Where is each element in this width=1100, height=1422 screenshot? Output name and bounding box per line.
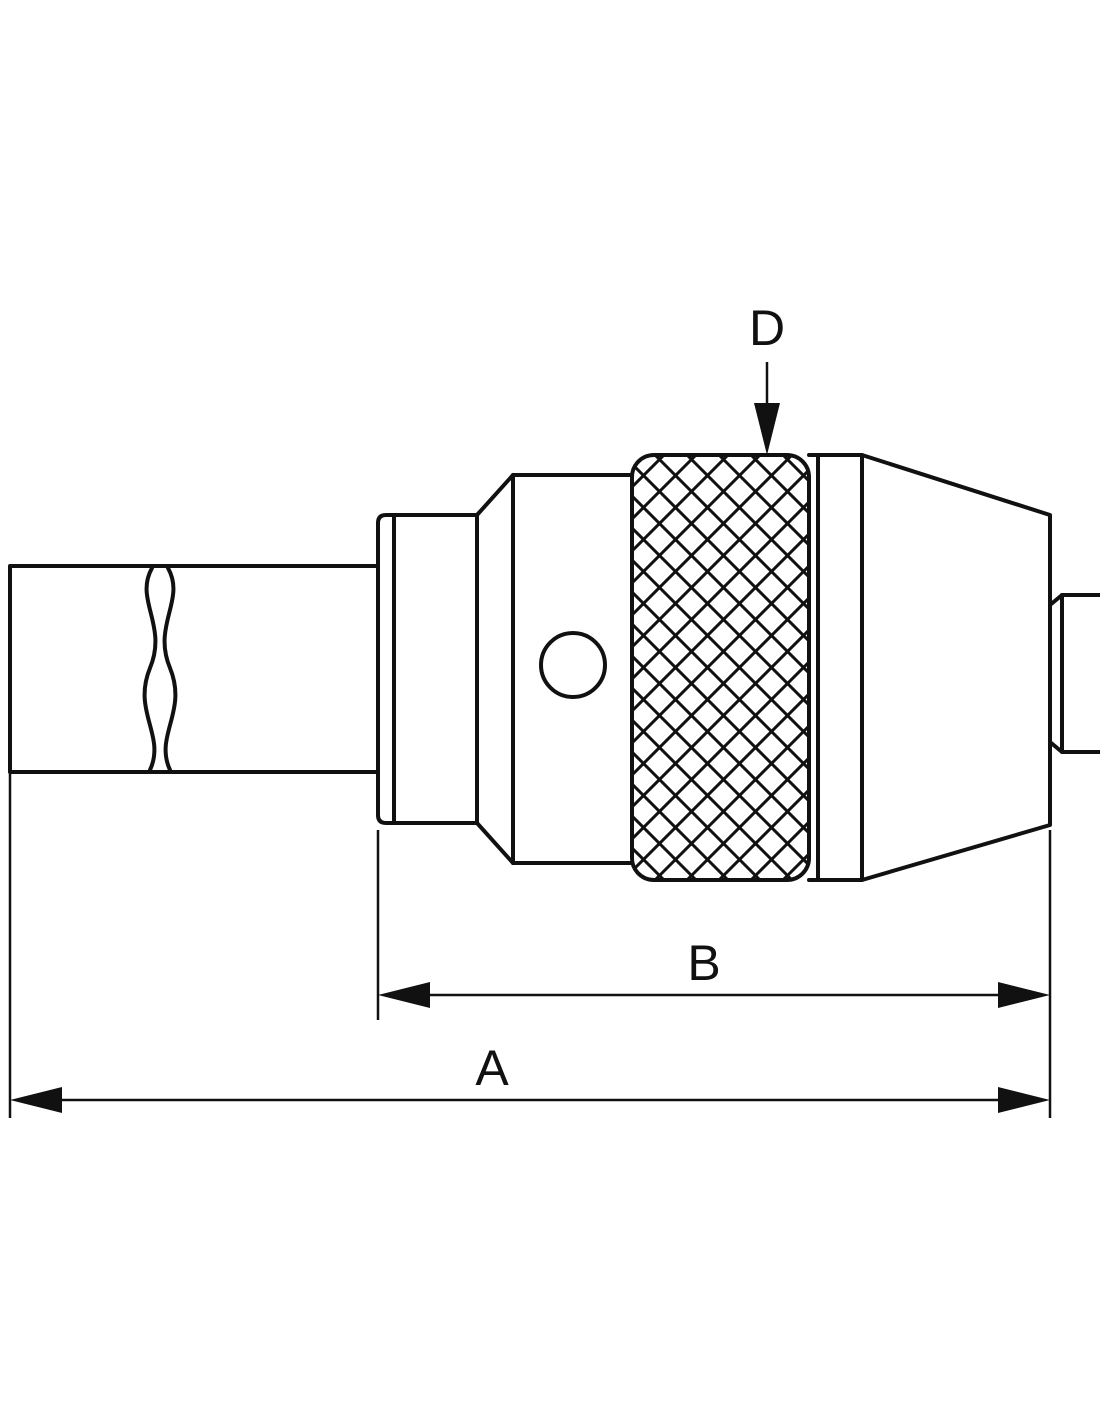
- knurl-line: [815, 455, 1100, 880]
- knurl-line: [632, 455, 809, 880]
- knurl-line: [632, 455, 809, 880]
- dimension-b-label: B: [687, 935, 720, 991]
- dimension-d-label: D: [749, 300, 785, 356]
- knurl-line: [632, 455, 809, 880]
- dimension-a: A: [8, 772, 1050, 1118]
- knurl-line: [943, 455, 1100, 880]
- knurl-line: [975, 455, 1100, 880]
- break-line-left: [142, 566, 158, 772]
- knurl-line: [879, 455, 1100, 880]
- knurl-line: [781, 455, 809, 880]
- knurl-line: [815, 455, 1100, 880]
- knurl-line: [879, 455, 1100, 880]
- dimension-a-label: A: [475, 1040, 509, 1096]
- knurl-line: [632, 455, 794, 880]
- knurl-line: [685, 455, 809, 880]
- knurl-line: [632, 455, 794, 880]
- knurl-line: [632, 455, 730, 880]
- knurled-ring: [630, 453, 1100, 882]
- knurl-line: [685, 455, 809, 880]
- knurl-line: [632, 455, 666, 880]
- knurl-line: [632, 455, 809, 880]
- knurl-line: [632, 455, 762, 880]
- knurl-line: [911, 455, 1100, 880]
- knurl-line: [632, 455, 809, 880]
- knurl-line: [1007, 455, 1100, 880]
- knurl-line: [781, 455, 809, 880]
- knurl-line: [653, 455, 809, 880]
- knurl-line: [632, 455, 762, 880]
- knurl-line: [943, 455, 1100, 880]
- knurl-line: [632, 455, 666, 880]
- knurl-line: [911, 455, 1100, 880]
- knurl-line: [632, 455, 730, 880]
- tapered-nose: [860, 453, 1052, 882]
- knurl-line: [717, 455, 809, 880]
- knurl-line: [653, 455, 809, 880]
- dimension-b: B: [376, 830, 1052, 1118]
- knurl-line: [1007, 455, 1100, 880]
- knurl-line: [975, 455, 1100, 880]
- jaws-tip: [1048, 593, 1100, 754]
- knurl-line: [632, 455, 809, 880]
- break-line-right: [162, 566, 178, 772]
- collar: [376, 473, 515, 865]
- knurl-line: [717, 455, 809, 880]
- shank: [8, 564, 380, 774]
- dimension-d: D: [749, 300, 785, 455]
- knurl-line: [632, 455, 809, 880]
- knurl-line: [632, 455, 634, 880]
- knurl-line: [632, 455, 809, 880]
- knurl-line: [632, 455, 809, 880]
- band-ring: [807, 453, 864, 882]
- pin-hole: [539, 631, 607, 699]
- body-sleeve: [511, 473, 634, 865]
- knurl-line: [1071, 455, 1100, 880]
- knurl-line: [632, 455, 634, 880]
- knurl-line: [632, 455, 809, 880]
- knurl-line: [1071, 455, 1100, 880]
